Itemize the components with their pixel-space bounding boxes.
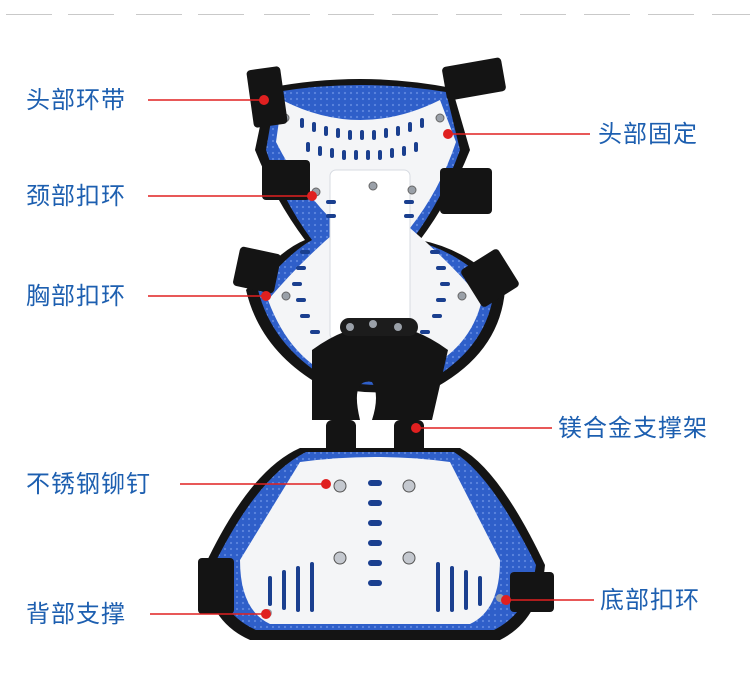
chest-head-shell: [268, 100, 482, 380]
pointer-dot-rivet: [321, 479, 331, 489]
label-neck-buckle: 颈部扣环: [26, 182, 126, 210]
pointer-dot-back-support: [261, 609, 271, 619]
label-back-support: 背部支撑: [26, 600, 126, 628]
label-alloy-frame: 镁合金支撑架: [558, 414, 708, 442]
pointer-lines: [148, 99, 594, 615]
label-chest-buckle: 胸部扣环: [26, 282, 126, 310]
label-head-strap: 头部环带: [26, 86, 126, 114]
label-head-fixation: 头部固定: [598, 120, 698, 148]
back-support-shell: [198, 448, 554, 640]
pointer-dot-chest-buckle: [261, 291, 271, 301]
pointer-dot-bottom-buckle: [501, 595, 511, 605]
pointer-dot-alloy-frame: [411, 423, 421, 433]
top-dashed-divider: [0, 14, 750, 16]
label-bottom-buckle: 底部扣环: [600, 586, 700, 614]
pointer-dots: [259, 95, 511, 619]
pointer-dot-head-strap: [259, 95, 269, 105]
pointer-dot-head-fixation: [443, 129, 453, 139]
pointer-dot-neck-buckle: [307, 191, 317, 201]
label-rivet: 不锈钢铆钉: [26, 470, 151, 498]
